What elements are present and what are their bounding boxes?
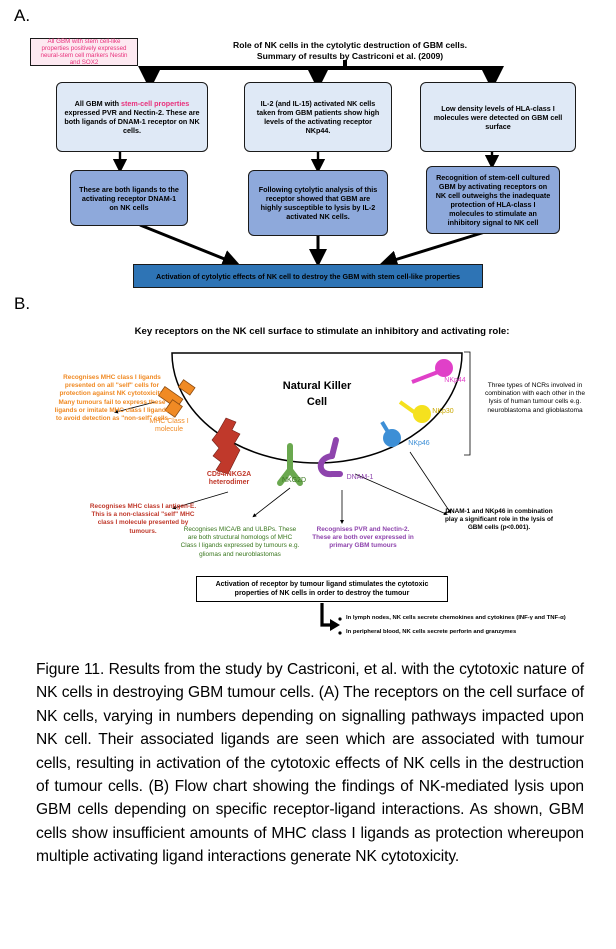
- cd94-receptor-note: Recognises MHC class I antigen-E. This i…: [89, 503, 197, 535]
- nk-cell-title: Natural Killer Cell: [252, 378, 382, 410]
- bullet-peripheral-blood: In peripheral blood, NK cells secrete pe…: [346, 629, 517, 635]
- bullets-arrow: [320, 603, 332, 627]
- panel-b-label: B.: [14, 294, 31, 313]
- activation-result-bar: Activation of cytolytic effects of NK ce…: [133, 264, 483, 288]
- caption-text: Results from the study by Castriconi, et…: [36, 661, 585, 866]
- finding-text-highlight: stem-cell properties: [121, 99, 190, 108]
- result-recognition: Recognition of stem-cell cultured GBM by…: [426, 166, 560, 234]
- figure-label: Figure 11.: [36, 661, 105, 678]
- nkp46-receptor-icon: [380, 420, 401, 447]
- nkg2d-receptor-label: NKG2D: [281, 477, 307, 484]
- panel-a-title-line2: Summary of results by Castriconi et al. …: [256, 51, 444, 61]
- panel-a-label: A.: [14, 6, 31, 25]
- nkp30-receptor-icon: [398, 400, 431, 423]
- mhc-receptor-note: Recognises MHC class I ligands presented…: [54, 374, 170, 423]
- bullet-dot-1: [338, 617, 342, 621]
- activation-outcome-box: Activation of receptor by tumour ligand …: [196, 576, 448, 602]
- merge-arrows: [139, 223, 486, 268]
- panel-a-title: Role of NK cells in the cytolytic destru…: [180, 40, 520, 62]
- nk-cell-title-line1: Natural Killer: [282, 380, 352, 392]
- nk-cell-diagram: [114, 351, 471, 635]
- cd94-pointer: [172, 491, 229, 510]
- panel-b-title: Key receptors on the NK cell surface to …: [134, 326, 510, 337]
- dnam-receptor-label: DNAM-1: [346, 474, 374, 481]
- nkg2d-pointer: [252, 487, 291, 518]
- nkp46-receptor-label: NKp46: [408, 440, 430, 447]
- nkg2d-receptor-note: Recognises MICA/B and ULBPs. These are b…: [180, 526, 300, 558]
- nkp44-receptor-icon: [411, 359, 453, 384]
- nkp30-receptor-label: NKp30: [432, 408, 454, 415]
- stem-cell-note: All GBM with stem cell-like properties p…: [30, 38, 138, 66]
- dnam-1-receptor-icon: [317, 437, 343, 478]
- panel-a-title-line1: Role of NK cells in the cytolytic destru…: [233, 40, 467, 50]
- finding-stem-cell-ligands: All GBM with stem-cell properties expres…: [56, 82, 208, 152]
- result-dnam1-ligands: These are both ligands to the activating…: [70, 170, 188, 226]
- cd94-nkg2a-receptor-icon: [211, 417, 241, 475]
- dnam-combo-pointer: [354, 473, 448, 516]
- ncr-note: Three types of NCRs involved in combinat…: [484, 382, 586, 414]
- nkp46-combo-pointer: [409, 451, 452, 514]
- nkg2d-receptor-icon: [277, 443, 303, 486]
- mhc-receptor-label: MHC Class I molecule: [149, 418, 189, 434]
- bullet-lymph-nodes: In lymph nodes, NK cells secrete chemoki…: [346, 615, 566, 621]
- down-arrows: [112, 152, 500, 174]
- mhc-pointer: [114, 401, 156, 414]
- bullets-arrowhead: [330, 619, 340, 631]
- cd94-receptor-label: CD94/NKG2A heterodimer: [206, 471, 252, 487]
- bullet-dot-2: [338, 631, 342, 635]
- finding-text-post: expressed PVR and Nectin-2. These are bo…: [64, 108, 200, 135]
- result-cytolytic-analysis: Following cytolytic analysis of this rec…: [248, 170, 388, 236]
- mhc-class-i-receptor-icon: [157, 379, 196, 418]
- dnam-nkp46-combo-note: DNAM-1 and NKp46 in combination play a s…: [445, 508, 553, 532]
- panel-a-connectors: [112, 60, 504, 268]
- ncr-bracket: [464, 351, 471, 456]
- nkp44-receptor-label: NKp44: [444, 377, 466, 384]
- finding-nkp44: IL-2 (and IL-15) activated NK cells take…: [244, 82, 392, 152]
- nk-cell-title-line2: Cell: [306, 396, 328, 408]
- finding-hla-class-i: Low density levels of HLA-class I molecu…: [420, 82, 576, 152]
- figure-caption: Figure 11. Results from the study by Cas…: [36, 658, 584, 869]
- dnam-receptor-note: Recognises PVR and Nectin-2. These are b…: [312, 526, 414, 550]
- finding-text-pre: All GBM with: [74, 99, 121, 108]
- title-bracket: [138, 60, 504, 90]
